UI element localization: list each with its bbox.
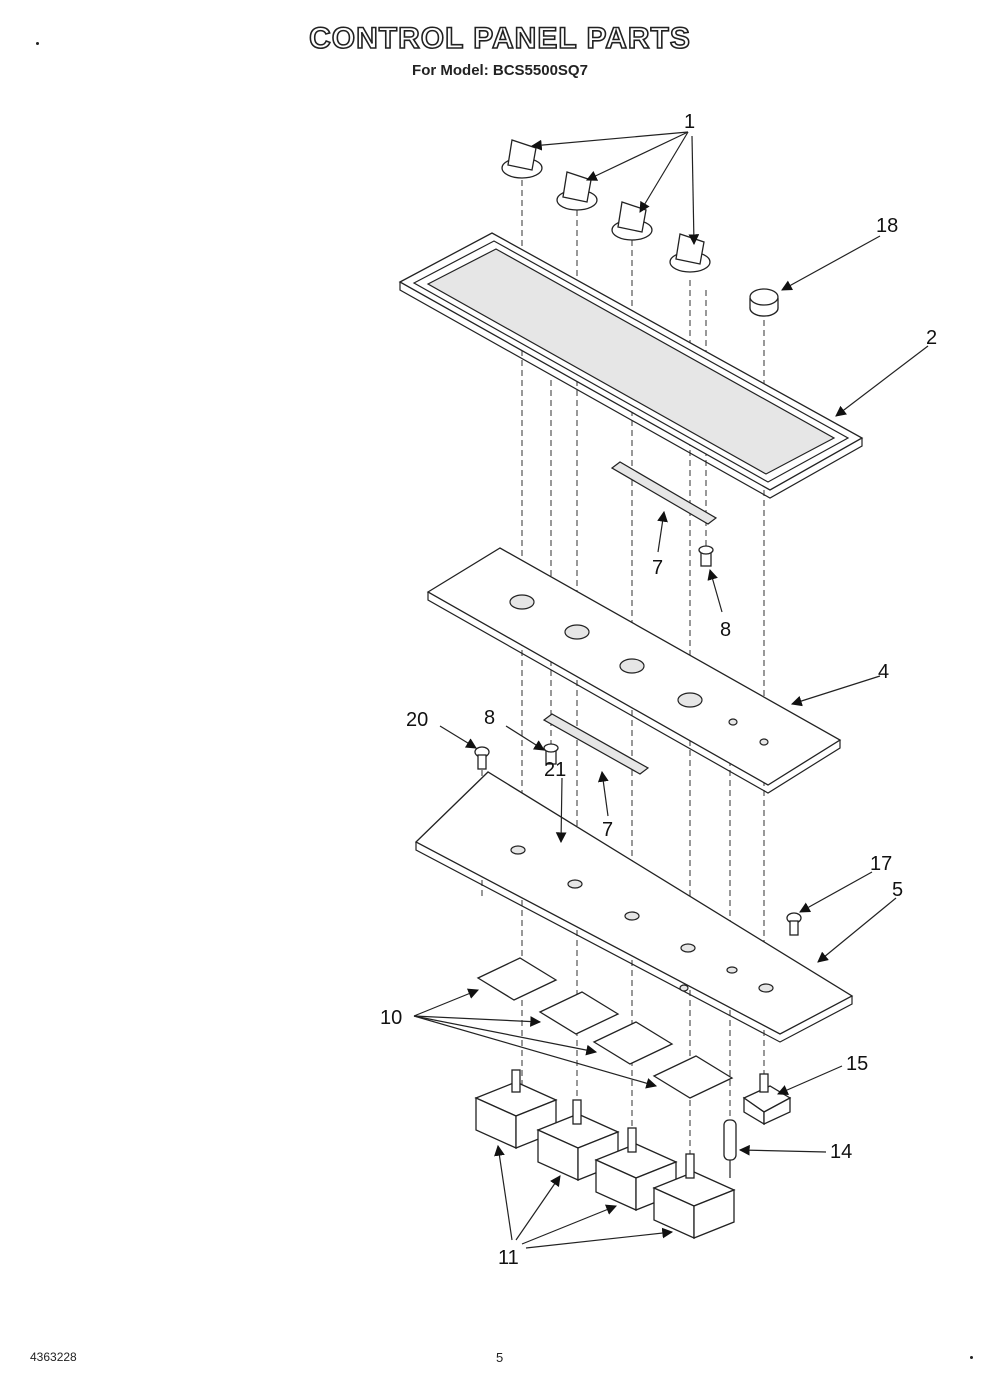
pad-10-b — [538, 991, 620, 1035]
callout-7-upper: 7 — [652, 557, 663, 579]
callout-arrows — [413, 131, 929, 1249]
callout-8-lower: 8 — [484, 707, 495, 729]
callout-18: 18 — [876, 215, 898, 237]
knob-3 — [611, 201, 653, 241]
screw-8-upper — [698, 545, 714, 567]
lamp-14 — [723, 1119, 737, 1178]
callout-4: 4 — [878, 661, 889, 683]
bezel-frame-2 — [398, 232, 864, 499]
callout-14: 14 — [830, 1141, 852, 1163]
strip-7-lower — [542, 713, 650, 775]
callout-17: 17 — [870, 853, 892, 875]
corner-mark-top-left — [36, 42, 39, 45]
pad-10-d — [652, 1055, 734, 1099]
corner-mark-bottom-right — [970, 1356, 973, 1359]
callout-15: 15 — [846, 1053, 868, 1075]
switch-11-d — [652, 1153, 736, 1240]
screw-8-lower — [543, 743, 559, 765]
document-number: 4363228 — [30, 1350, 77, 1364]
callout-20: 20 — [406, 709, 428, 731]
knob-1 — [501, 139, 543, 179]
callout-7-lower: 7 — [602, 819, 613, 841]
knob-4 — [669, 233, 711, 273]
model-subtitle: For Model: BCS5500SQ7 — [412, 62, 588, 79]
pad-10-a — [476, 957, 558, 1001]
page-number: 5 — [496, 1350, 504, 1365]
page-title: CONTROL PANEL PARTS — [308, 21, 691, 56]
switch-11-b — [536, 1099, 620, 1182]
callout-1: 1 — [684, 111, 695, 133]
screw-20 — [474, 746, 490, 770]
screw-17 — [786, 912, 802, 936]
bracket-5 — [414, 771, 854, 1043]
callout-5: 5 — [892, 879, 903, 901]
panel-4 — [426, 547, 842, 794]
callout-8-upper: 8 — [720, 619, 731, 641]
callout-11: 11 — [498, 1247, 519, 1269]
callout-2: 2 — [926, 327, 937, 349]
switch-11-c — [594, 1127, 678, 1212]
callout-21: 21 — [544, 759, 566, 781]
cap-18 — [749, 288, 779, 317]
callout-10: 10 — [380, 1007, 402, 1029]
strip-7-upper — [610, 461, 718, 525]
socket-15 — [742, 1073, 792, 1126]
pad-10-c — [592, 1021, 674, 1065]
